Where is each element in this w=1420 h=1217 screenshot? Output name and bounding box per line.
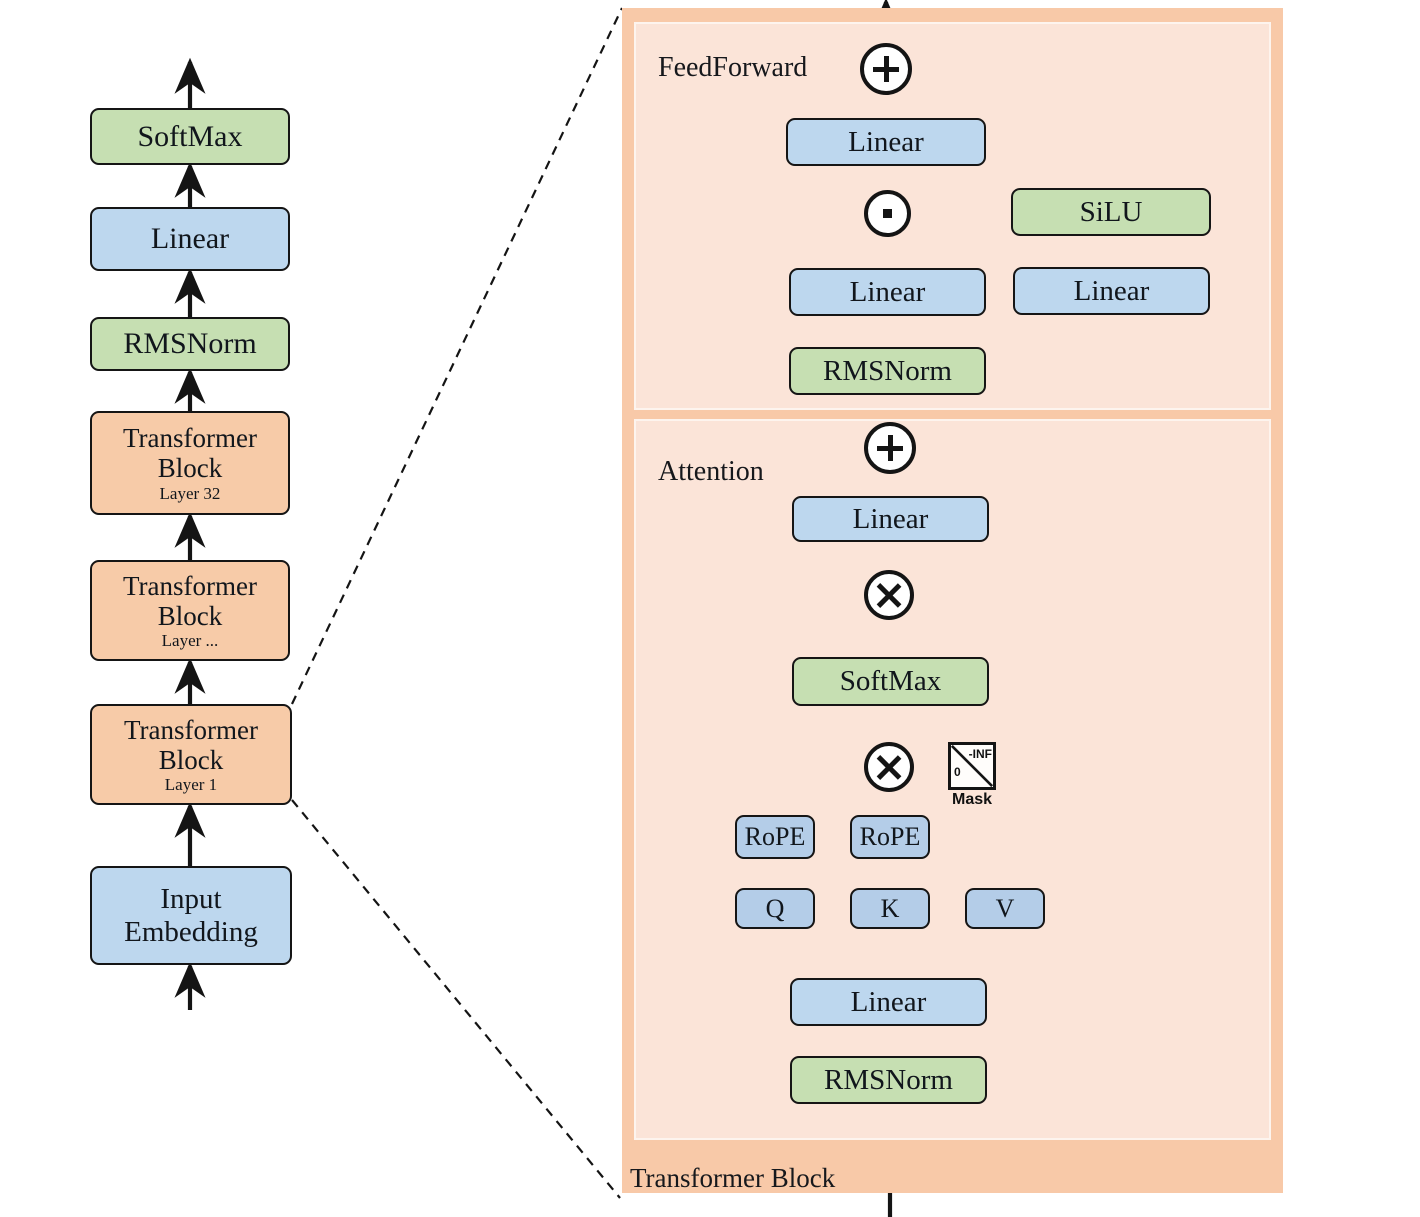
node-label: RMSNorm — [823, 354, 952, 387]
plus-vertical — [883, 55, 889, 83]
node-label: RoPE — [744, 822, 806, 852]
transformer-block-label: Transformer Block — [630, 1163, 836, 1193]
causal-mask-icon[interactable]: -INF 0 — [948, 742, 996, 790]
node-label: Linear — [1073, 274, 1150, 307]
node-label: Transformer Block — [124, 714, 258, 775]
ff-rmsnorm[interactable]: RMSNorm — [789, 347, 986, 395]
at-linear-qkv[interactable]: Linear — [790, 978, 987, 1026]
node-sublabel: Layer 32 — [159, 483, 221, 503]
stack-node-transformer-block-dots[interactable]: Transformer Block Layer ... — [90, 560, 290, 661]
node-label: SoftMax — [137, 119, 243, 153]
at-softmax[interactable]: SoftMax — [792, 657, 989, 706]
attention-value-matmul-icon[interactable] — [864, 570, 914, 620]
stack-node-transformer-block-1[interactable]: Transformer Block Layer 1 — [90, 704, 292, 805]
at-q[interactable]: Q — [735, 888, 815, 929]
ff-silu[interactable]: SiLU — [1011, 188, 1211, 236]
node-label: Input Embedding — [124, 883, 258, 948]
stack-node-linear[interactable]: Linear — [90, 207, 290, 271]
node-label: RMSNorm — [123, 327, 257, 361]
at-rope-q[interactable]: RoPE — [735, 815, 815, 859]
node-label: SiLU — [1079, 195, 1143, 228]
stack-node-transformer-block-32[interactable]: Transformer Block Layer 32 — [90, 411, 290, 515]
attention-qk-matmul-icon[interactable] — [864, 742, 914, 792]
node-sublabel: Layer ... — [161, 631, 219, 651]
node-label: Linear — [848, 125, 924, 158]
node-sublabel: Layer 1 — [164, 775, 218, 795]
node-label: K — [880, 893, 900, 923]
node-label: RMSNorm — [824, 1063, 953, 1096]
feedforward-residual-add-icon[interactable] — [860, 43, 912, 95]
node-label: Transformer Block — [123, 570, 257, 631]
stack-node-input-embedding[interactable]: Input Embedding — [90, 866, 292, 965]
mask-zero-label: 0 — [954, 765, 961, 779]
at-v[interactable]: V — [965, 888, 1045, 929]
node-label: Transformer Block — [123, 423, 257, 484]
at-rmsnorm[interactable]: RMSNorm — [790, 1056, 987, 1104]
at-rope-k[interactable]: RoPE — [850, 815, 930, 859]
attention-label: Attention — [658, 456, 764, 487]
ff-linear-out[interactable]: Linear — [786, 118, 986, 166]
node-label: RoPE — [859, 822, 921, 852]
ff-linear-gate[interactable]: Linear — [789, 268, 986, 316]
stack-node-rmsnorm[interactable]: RMSNorm — [90, 317, 290, 371]
node-label: SoftMax — [839, 665, 942, 698]
at-k[interactable]: K — [850, 888, 930, 929]
plus-vertical — [887, 434, 893, 462]
node-label: Q — [765, 893, 785, 923]
mask-neg-inf-label: -INF — [968, 747, 992, 761]
feedforward-elementwise-multiply-icon[interactable] — [864, 190, 911, 237]
node-label: Linear — [849, 275, 926, 308]
stack-node-softmax[interactable]: SoftMax — [90, 108, 290, 165]
node-label: Linear — [852, 502, 929, 535]
node-label: V — [995, 893, 1015, 923]
mask-caption: Mask — [951, 791, 993, 808]
feedforward-label: FeedForward — [658, 52, 808, 83]
attention-residual-add-icon[interactable] — [864, 422, 916, 474]
ff-linear-up[interactable]: Linear — [1013, 267, 1210, 315]
mask-diagonal — [951, 745, 993, 787]
node-label: Linear — [850, 985, 927, 1018]
node-label: Linear — [150, 222, 230, 256]
at-linear-out[interactable]: Linear — [792, 496, 989, 542]
dot-glyph — [883, 209, 892, 218]
